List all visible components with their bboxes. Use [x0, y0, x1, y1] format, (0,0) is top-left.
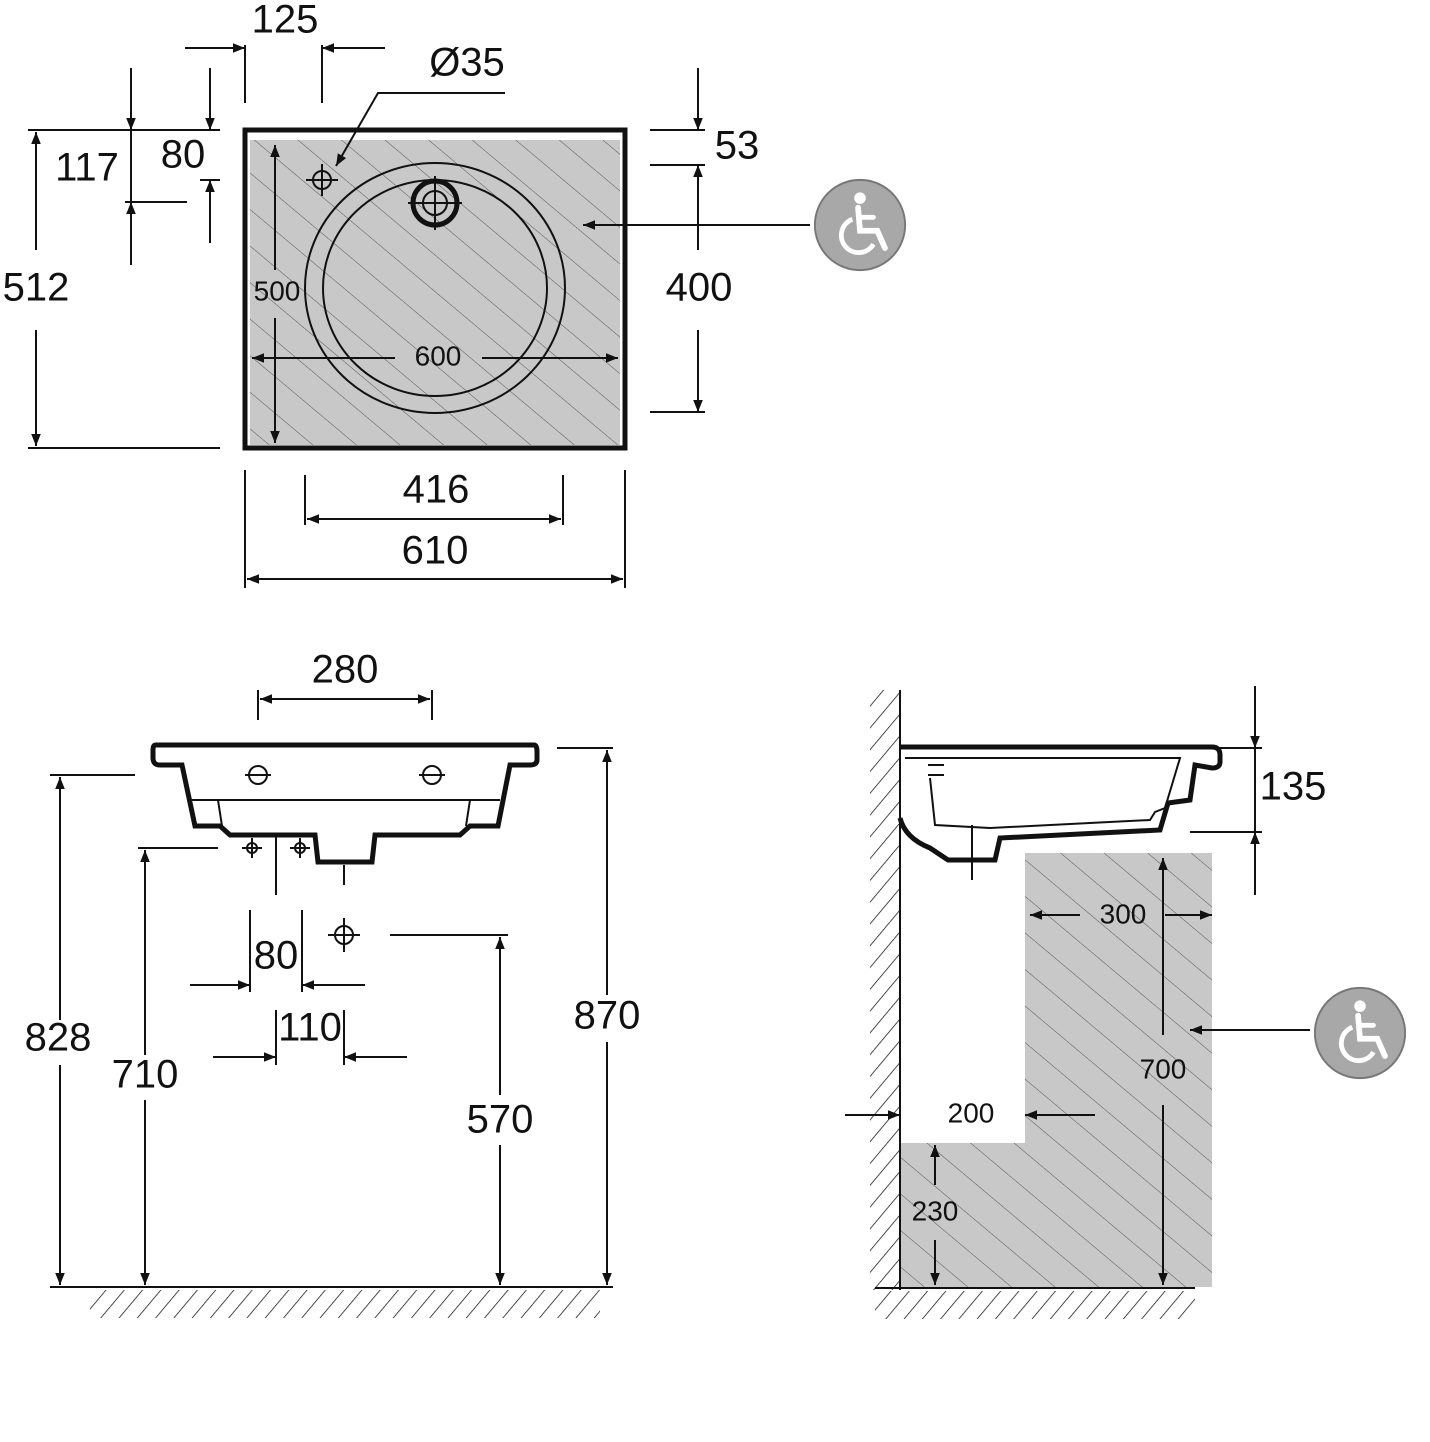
dim-700: 700 — [1140, 1053, 1187, 1084]
dim-80-front: 80 — [254, 934, 299, 978]
dim-610: 610 — [402, 529, 469, 573]
bowl-outer — [304, 162, 566, 414]
dim-53: 53 — [715, 124, 760, 168]
top-view: 125 Ø35 117 80 512 500 600 53 400 — [3, 0, 905, 588]
dim-870: 870 — [574, 994, 641, 1038]
dim-280: 280 — [312, 648, 379, 692]
basin-front-outline — [150, 742, 540, 865]
dim-828: 828 — [25, 1016, 92, 1060]
knee-clearance-zone — [900, 853, 1212, 1287]
drain-icon — [408, 176, 462, 230]
dim-600: 600 — [415, 340, 462, 371]
dim-300: 300 — [1100, 898, 1147, 929]
dim-117: 117 — [55, 146, 119, 190]
floor-hatch — [875, 1291, 1195, 1319]
floor-hatch — [90, 1290, 600, 1318]
front-view: 280 828 710 870 570 80 110 — [25, 648, 641, 1318]
dim-110: 110 — [278, 1006, 342, 1050]
basin-side-outline — [897, 744, 1223, 863]
dim-diameter-35: Ø35 — [429, 41, 505, 85]
basin-outline — [242, 127, 628, 451]
dim-80-top: 80 — [161, 133, 206, 177]
dim-500: 500 — [254, 275, 301, 306]
dim-570: 570 — [467, 1098, 534, 1142]
dim-416: 416 — [403, 468, 470, 512]
wall-hatch — [870, 690, 900, 1290]
dim-710: 710 — [112, 1053, 179, 1097]
tap-hole-icon — [306, 164, 338, 196]
wheelchair-icon — [815, 180, 905, 270]
dim-400: 400 — [666, 266, 733, 310]
wall-fixing-icon — [242, 835, 345, 895]
dim-230: 230 — [912, 1195, 959, 1226]
tap-hole-icon — [245, 765, 445, 785]
waste-outlet-icon — [328, 918, 360, 952]
dim-200: 200 — [948, 1097, 995, 1128]
wheelchair-icon — [1315, 988, 1405, 1078]
dim-125: 125 — [252, 0, 319, 42]
side-view: 135 300 700 200 230 — [845, 686, 1405, 1319]
dim-512: 512 — [3, 266, 70, 310]
dim-135: 135 — [1260, 765, 1327, 809]
